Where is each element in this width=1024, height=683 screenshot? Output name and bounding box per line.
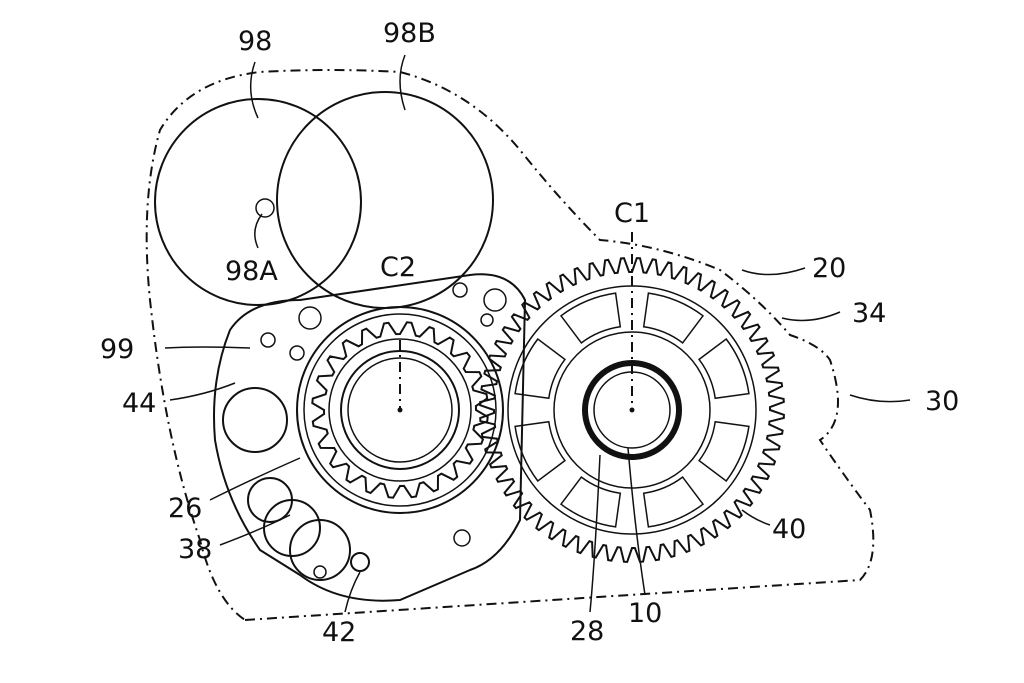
label-98a: 98A [225, 256, 278, 287]
gear-window [514, 337, 566, 400]
leader-44 [169, 382, 236, 401]
hub-ring-28 [582, 360, 682, 460]
label-99: 99 [100, 334, 134, 365]
pivot-pin [289, 345, 305, 361]
gear-26 [311, 321, 489, 499]
gear-window [642, 476, 705, 528]
gear-26-hub-ring [328, 338, 472, 482]
label-28: 28 [570, 616, 604, 647]
leader-98a [254, 213, 263, 249]
gear-26-bore-inner [347, 357, 453, 463]
leader-40 [741, 509, 771, 526]
screw-top [452, 282, 468, 298]
leader-99 [164, 346, 251, 349]
label-38: 38 [178, 534, 212, 565]
leader-98 [249, 61, 259, 119]
boss-top-left [298, 306, 322, 330]
label-26: 26 [168, 493, 202, 524]
leader-26 [209, 457, 301, 501]
cam-lobe-base [289, 519, 351, 581]
gear-window [698, 420, 750, 483]
label-44: 44 [122, 388, 156, 419]
housing-outline [145, 69, 875, 622]
label-34: 34 [852, 298, 886, 329]
leader-10 [627, 447, 646, 596]
label-98: 98 [238, 26, 272, 57]
leader-98b [399, 54, 406, 111]
gear-40 [479, 257, 785, 563]
mechanism-body [213, 273, 527, 602]
gear-window [559, 476, 622, 528]
leader-34 [781, 311, 841, 322]
screw-right [453, 529, 471, 547]
ring-outer [296, 306, 504, 514]
disc-hole-98a [255, 198, 275, 218]
pin-42 [350, 552, 370, 572]
leader-42 [344, 571, 361, 613]
leader-38 [219, 514, 291, 546]
leader-28 [589, 454, 601, 613]
label-20: 20 [812, 253, 846, 284]
label-10: 10 [628, 598, 662, 629]
label-c1: C1 [614, 198, 650, 229]
gear-26-bore [340, 350, 460, 470]
ring-inner [303, 313, 497, 507]
cam-lobe-upper [222, 387, 288, 453]
gear-window [698, 337, 750, 400]
disc-98 [154, 98, 362, 306]
label-98b: 98B [383, 18, 436, 49]
cam-lobe-lower [263, 499, 321, 557]
screw-left [260, 332, 276, 348]
gear-window [559, 292, 622, 344]
gear-40-windows [514, 292, 750, 528]
label-40: 40 [772, 514, 806, 545]
boss-small [480, 313, 494, 327]
gear-window [642, 292, 705, 344]
boss-top-right [483, 288, 507, 312]
screw-bottom [313, 565, 327, 579]
label-30: 30 [925, 386, 959, 417]
leader-20 [741, 267, 806, 276]
gear-window [514, 420, 566, 483]
leader-30 [849, 394, 911, 403]
label-42: 42 [322, 617, 356, 648]
label-c2: C2 [380, 252, 416, 283]
